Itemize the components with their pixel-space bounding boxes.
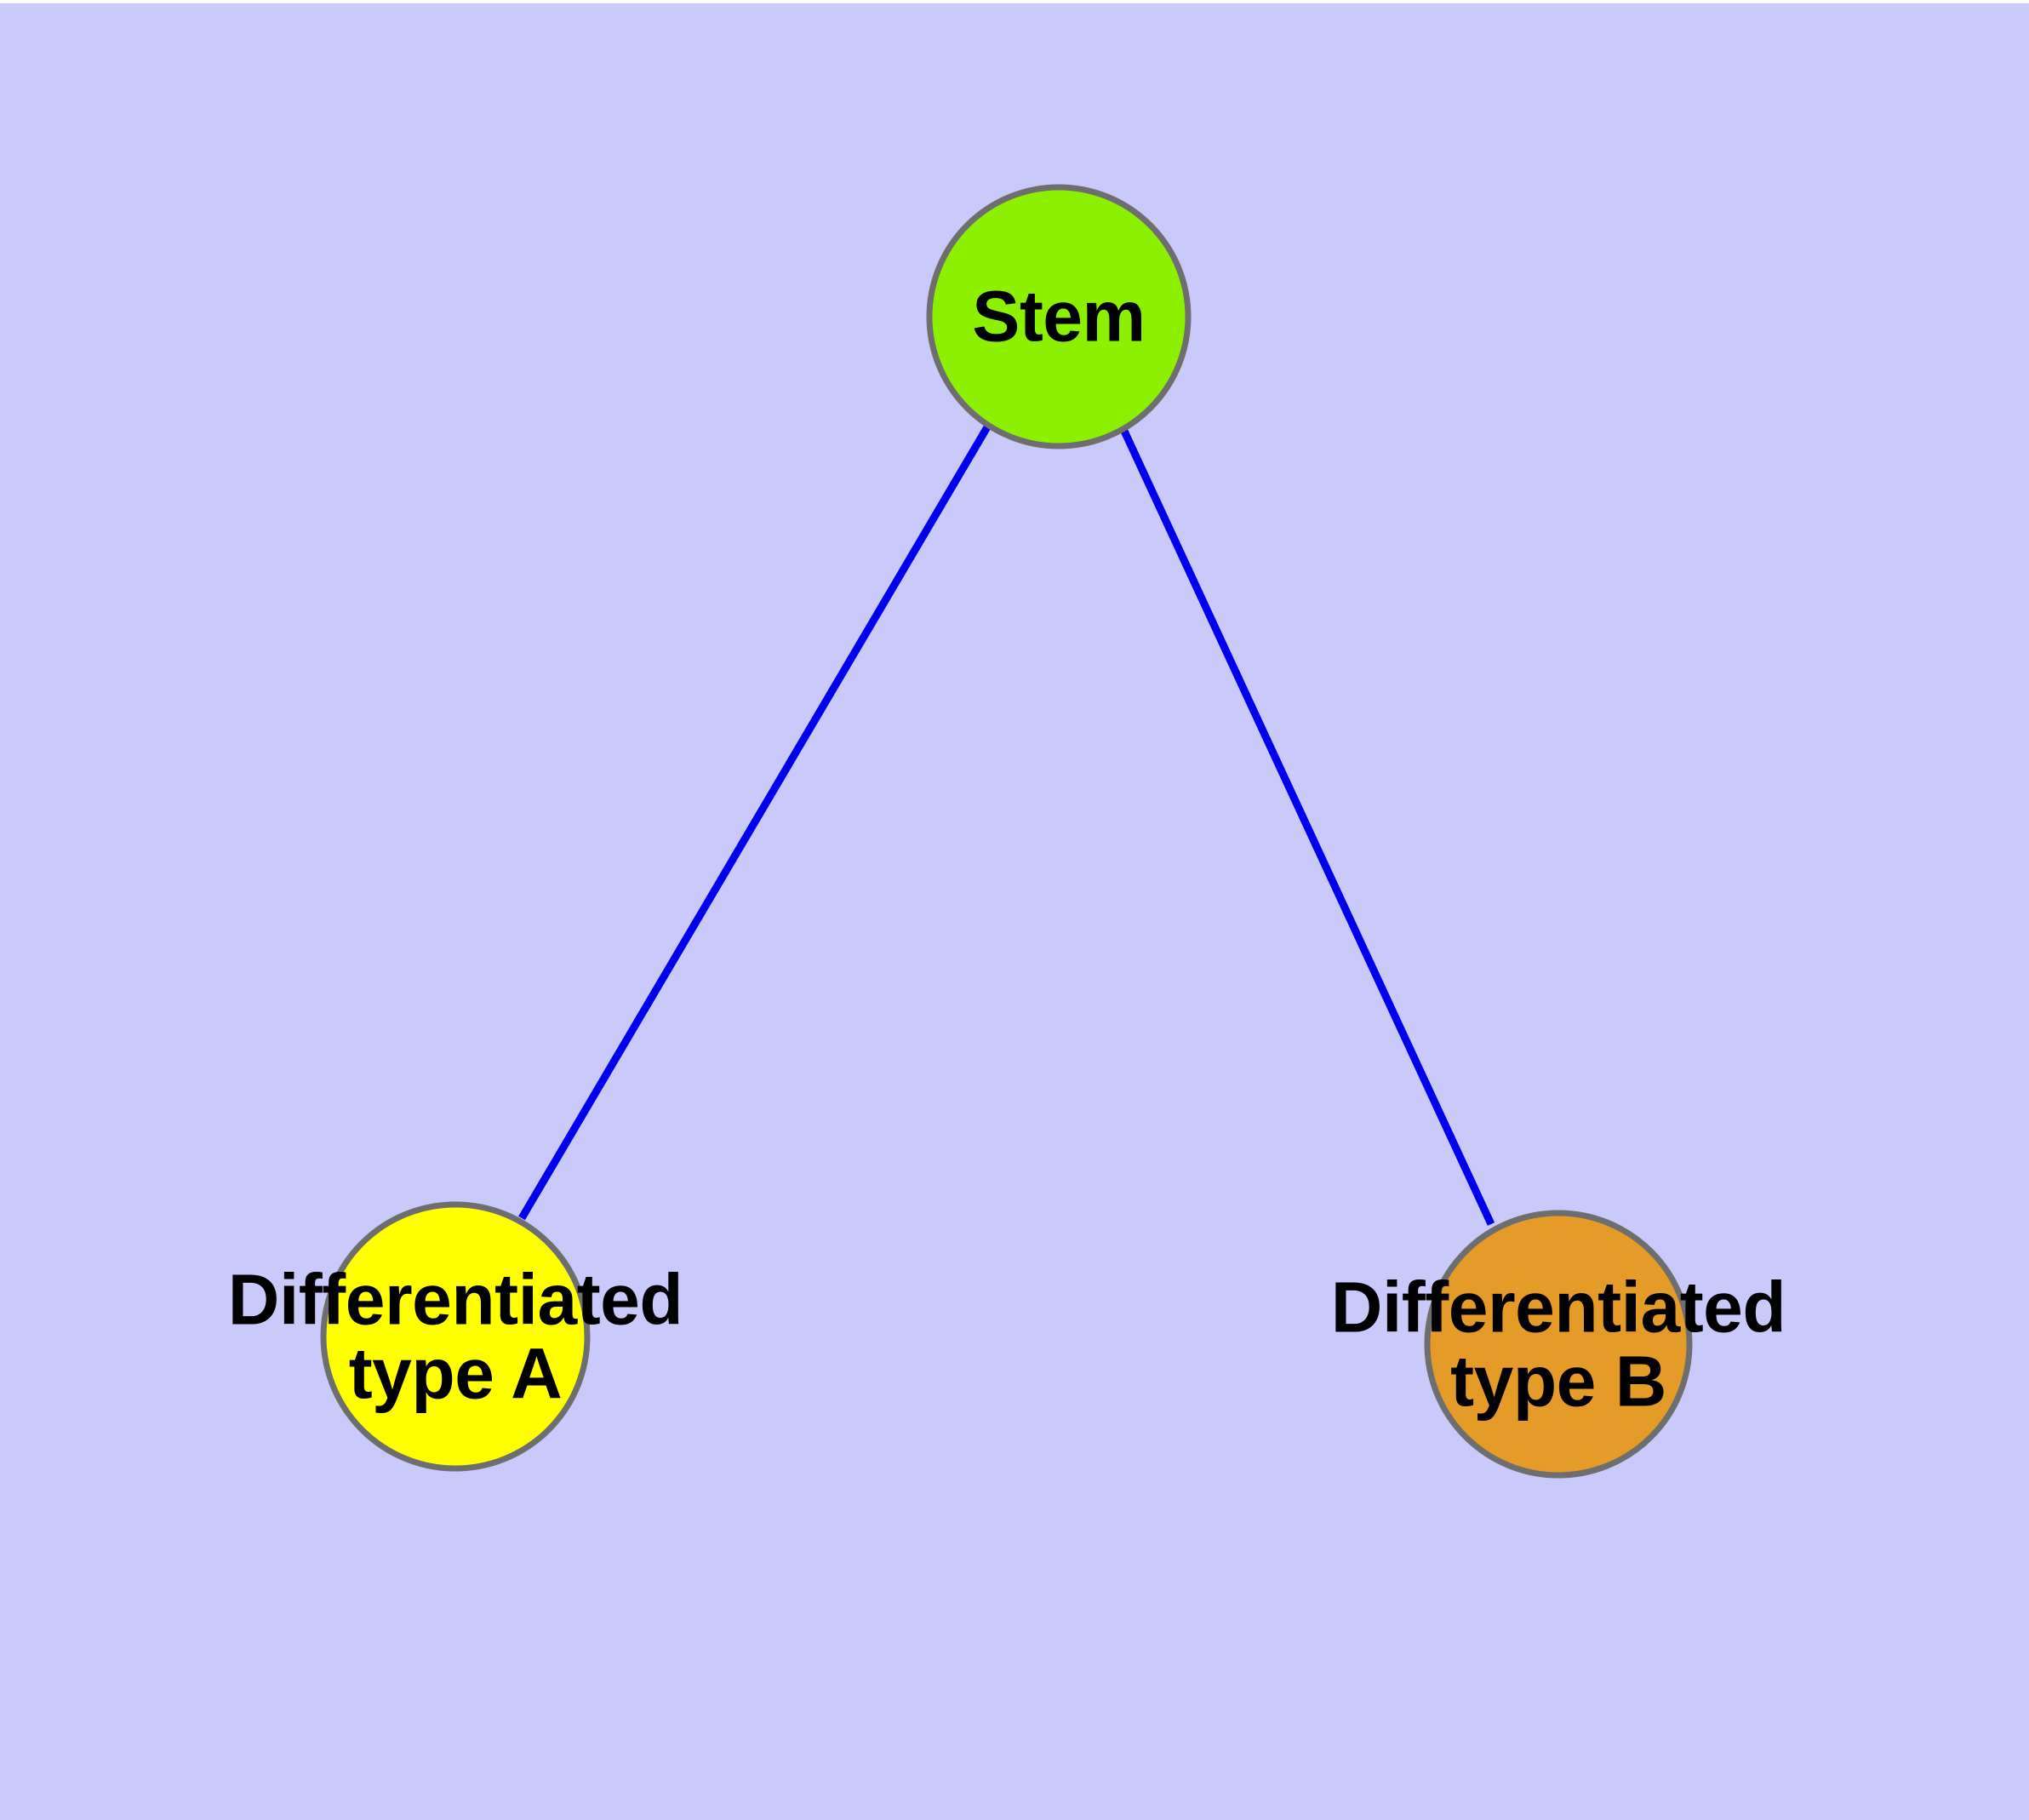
node-diff_a[interactable] [320, 1201, 591, 1472]
node-layer [320, 184, 1693, 1479]
node-diff_b[interactable] [1424, 1210, 1693, 1479]
edge-stem-diff-a[interactable] [518, 423, 992, 1221]
node-stem[interactable] [926, 184, 1192, 449]
edge-layer [518, 423, 1495, 1226]
edge-stem-diff-b[interactable] [1118, 426, 1495, 1226]
